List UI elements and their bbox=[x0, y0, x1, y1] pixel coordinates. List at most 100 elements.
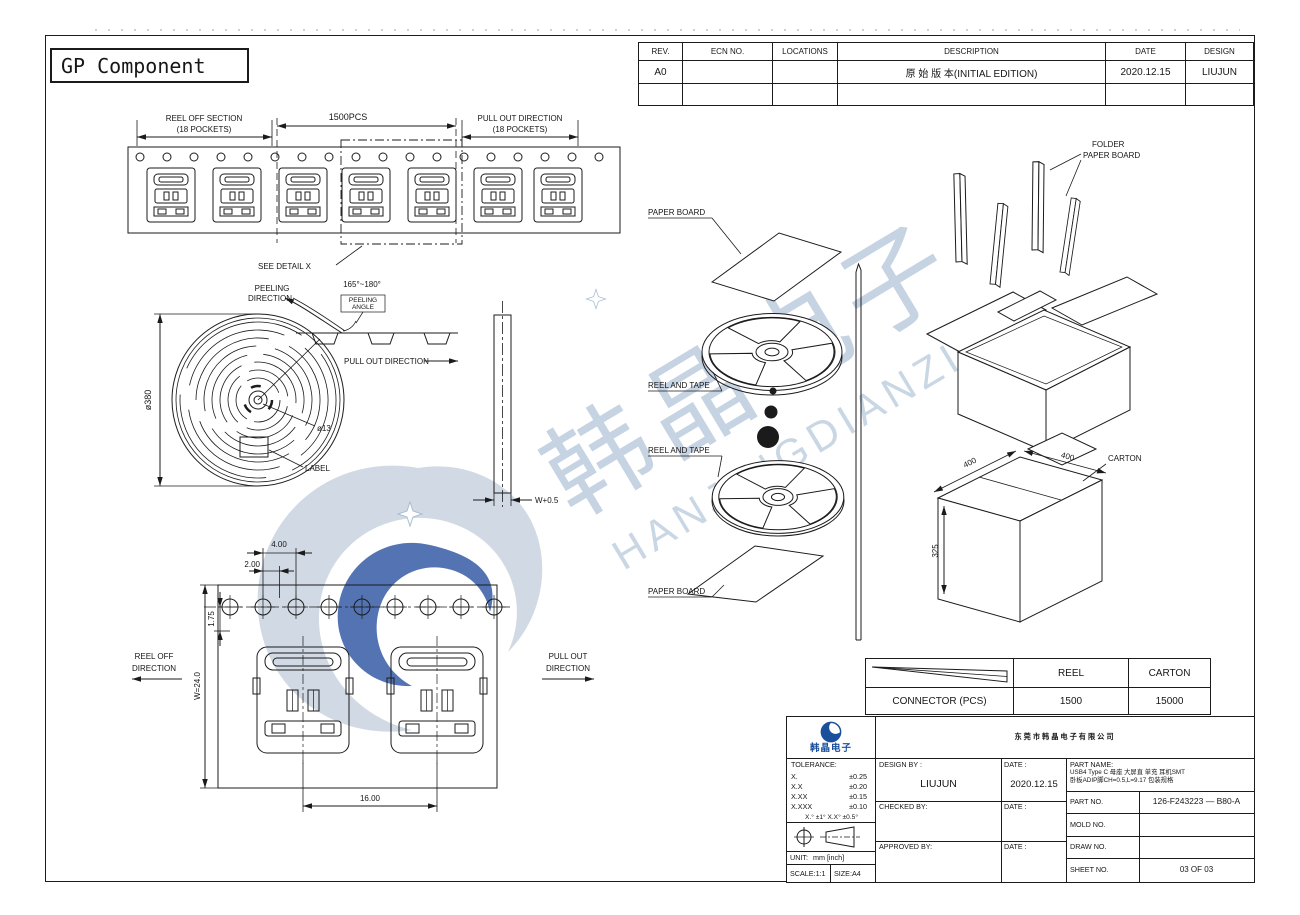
sparkle-icon bbox=[396, 500, 424, 528]
reel-off-section-label: REEL OFF SECTION bbox=[166, 114, 243, 123]
projection-angle-icon bbox=[793, 826, 860, 848]
folder-label-2: PAPER BOARD bbox=[1083, 151, 1140, 160]
carton-dim-left: 400 bbox=[962, 455, 978, 469]
company-logo-icon bbox=[820, 721, 842, 743]
detail-sprocket-holes bbox=[217, 594, 507, 620]
packing-exploded-view: PAPER BOARD FOLDER PAPER BOARD REEL AND … bbox=[648, 140, 1159, 641]
description-value: 原 始 版 本(INITIAL EDITION) bbox=[837, 60, 1106, 84]
company-name: 东莞市韩晶电子有限公司 bbox=[876, 717, 1254, 759]
carton-label: CARTON bbox=[1108, 454, 1142, 463]
pull-out-mid-label: PULL OUT DIRECTION bbox=[344, 357, 429, 366]
tol-val: ±0.15 bbox=[849, 792, 867, 801]
tape-width-dim: W=24.0 bbox=[193, 672, 202, 700]
date-label: DATE : bbox=[1004, 842, 1027, 851]
pull-out-direction-label: PULL OUT DIRECTION bbox=[478, 114, 563, 123]
date-label: DATE : bbox=[1004, 802, 1027, 811]
tolerance-row: X.XX±0.15 bbox=[787, 793, 876, 803]
tol-key: X.XXX bbox=[791, 802, 813, 811]
part-name-line-2: 卧板ADIP脚CH=0.5,L=9.17 包装规格 bbox=[1070, 777, 1174, 784]
peeling-diagram: PEELING DIRECTION 165°~180° PEELING ANGL… bbox=[248, 280, 458, 366]
carrier-tape-drawing: REEL OFF SECTION (18 POCKETS) 1500PCS PU… bbox=[127, 112, 621, 271]
reel-off-pockets-label: (18 POCKETS) bbox=[177, 125, 232, 134]
reel-qty-value: 1500 bbox=[1013, 687, 1129, 715]
stack-ellipsis-dot bbox=[764, 405, 778, 419]
locations-value bbox=[772, 60, 838, 84]
paper-board-bottom-label: PAPER BOARD bbox=[648, 587, 705, 596]
carton-dim-right: 400 bbox=[1060, 451, 1076, 463]
carton-dim-height: 325 bbox=[931, 544, 940, 558]
tape-pockets bbox=[146, 167, 583, 223]
reel-label-square bbox=[239, 436, 269, 458]
title-block: 韩晶电子 东莞市韩晶电子有限公司 TOLERANCE: X.±0.25 X.X±… bbox=[786, 716, 1255, 883]
pull-out-pockets-label: (18 POCKETS) bbox=[493, 125, 548, 134]
see-detail-x-label: SEE DETAIL X bbox=[258, 262, 312, 271]
peeling-label-2: DIRECTION bbox=[248, 294, 292, 303]
carton-qty-value: 15000 bbox=[1128, 687, 1211, 715]
drawing-root: REEL OFF SECTION (18 POCKETS) 1500PCS PU… bbox=[95, 29, 1240, 812]
paper-board-top-shape bbox=[710, 232, 843, 302]
watermark-logo-outer bbox=[257, 465, 543, 732]
reel-dia-label: ø380 bbox=[143, 390, 153, 411]
peeling-label-1: PEELING bbox=[255, 284, 290, 293]
part-divider bbox=[1067, 836, 1254, 837]
paper-board-top-label: PAPER BOARD bbox=[648, 208, 705, 217]
reel-front-view: LABEL ø13 ø380 bbox=[143, 313, 345, 487]
date-value: 2020.12.15 bbox=[1105, 60, 1186, 84]
ecn-value bbox=[682, 60, 773, 84]
stack-wedge-icon bbox=[871, 666, 1007, 683]
unit-value: mm [inch] bbox=[812, 853, 845, 863]
qty-row: CONNECTOR (PCS) 1500 15000 bbox=[865, 687, 1211, 715]
date-divider bbox=[1001, 759, 1002, 882]
unit-label: UNIT: bbox=[790, 853, 808, 863]
detail-x-boundary bbox=[340, 139, 463, 245]
revision-table: REV. ECN NO. LOCATIONS DESCRIPTION DATE … bbox=[638, 42, 1254, 106]
signoff-divider bbox=[876, 801, 1067, 802]
packing-qty-table: REEL CARTON CONNECTOR (PCS) 1500 15000 bbox=[865, 658, 1211, 715]
tolerance-column bbox=[787, 759, 876, 882]
reel-off-dir-1: REEL OFF bbox=[135, 652, 174, 661]
reel-and-tape-label-1: REEL AND TAPE bbox=[648, 381, 710, 390]
date-header: DATE bbox=[1105, 42, 1186, 61]
ecn-header: ECN NO. bbox=[682, 42, 773, 61]
rev-value: A0 bbox=[638, 60, 683, 84]
folder-label-1: FOLDER bbox=[1092, 140, 1125, 149]
locations-header: LOCATIONS bbox=[772, 42, 838, 61]
part-divider bbox=[1067, 813, 1254, 814]
projection-symbol-cell bbox=[787, 822, 876, 851]
part-divider bbox=[1067, 858, 1254, 859]
sheet-no-value: 03 OF 03 bbox=[1179, 864, 1214, 874]
peeling-angle-label-2: ANGLE bbox=[352, 304, 375, 311]
tolerance-row: X.±0.25 bbox=[787, 773, 876, 783]
rev-header: REV. bbox=[638, 42, 683, 61]
tall-folder-strip bbox=[855, 262, 862, 641]
reel-and-tape-label-2: REEL AND TAPE bbox=[648, 446, 710, 455]
pull-out-dir-2: DIRECTION bbox=[546, 664, 590, 673]
reel-side-view: W+0.5 bbox=[473, 301, 559, 507]
stack-ellipsis-dot bbox=[757, 426, 779, 448]
design-date: 2020.12.15 bbox=[1010, 778, 1058, 790]
mold-no-label: MOLD NO. bbox=[1070, 819, 1106, 829]
connector-top-view bbox=[252, 635, 354, 765]
designer-name: LIUJUN bbox=[920, 778, 957, 791]
part-name-label: PART NAME: bbox=[1070, 760, 1114, 769]
reel-and-tape-bottom bbox=[707, 456, 844, 534]
qty-col-carton: CARTON bbox=[1128, 658, 1211, 688]
pocket-pitch-dim: 16.00 bbox=[360, 794, 381, 803]
tol-key: X.X bbox=[791, 782, 803, 791]
pull-out-dir-1: PULL OUT bbox=[549, 652, 588, 661]
tolerance-title: TOLERANCE: bbox=[791, 760, 837, 769]
tol-key: X. bbox=[791, 772, 798, 781]
paper-board-bottom-shape bbox=[686, 545, 825, 603]
approved-by-label: APPROVED BY: bbox=[879, 842, 933, 851]
open-carton bbox=[925, 276, 1159, 466]
part-divider bbox=[1067, 791, 1254, 792]
scale-cell: SCALE:1:1 bbox=[787, 864, 831, 882]
revision-row-empty bbox=[638, 83, 1254, 106]
qty-row-label: CONNECTOR (PCS) bbox=[865, 687, 1014, 715]
description-header: DESCRIPTION bbox=[837, 42, 1106, 61]
sparkle-icon bbox=[585, 288, 607, 310]
title-box: GP Component bbox=[50, 48, 249, 83]
hole-pitch-dim: 4.00 bbox=[271, 540, 287, 549]
tol-val: ±0.20 bbox=[849, 782, 867, 791]
